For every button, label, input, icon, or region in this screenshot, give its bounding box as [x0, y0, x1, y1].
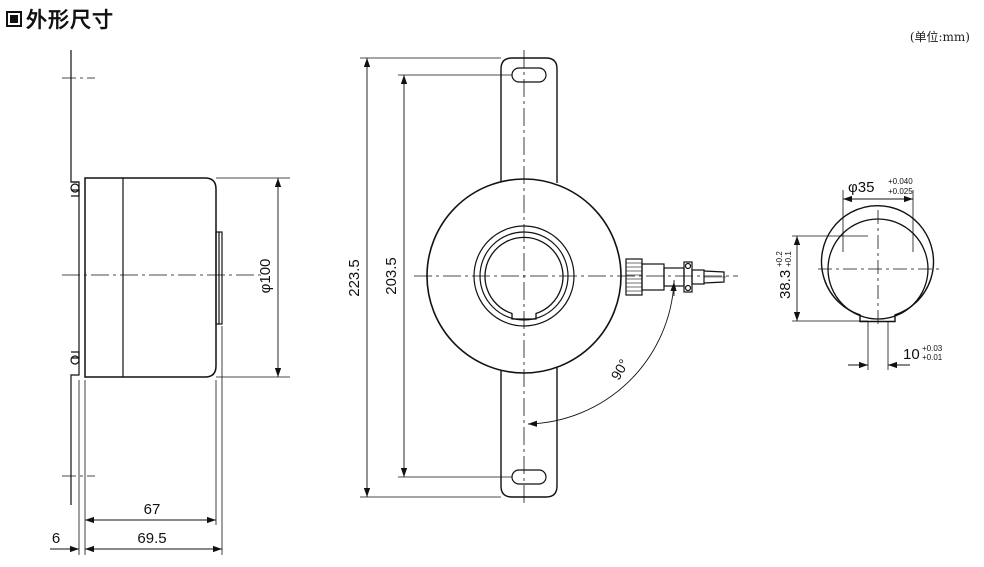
bore-keyway-detail	[820, 205, 935, 323]
keyway-depth-tol-upper: +0.2	[775, 251, 784, 267]
keyway-width-tol-upper: +0.03	[922, 344, 943, 353]
dim-flange-label: 6	[52, 530, 60, 547]
bottom-slot	[511, 469, 547, 485]
top-slot	[511, 67, 547, 83]
bottom-bracket	[500, 367, 558, 498]
plate-screw-top	[70, 183, 80, 197]
page-title: 外形尺寸	[26, 8, 114, 32]
top-bracket	[500, 57, 558, 183]
unit-label: (单位:mm)	[909, 30, 970, 44]
keyway-width-tol-lower: +0.01	[922, 353, 943, 362]
cable-connector	[625, 258, 726, 296]
bore-tol-lower: +0.025	[888, 187, 913, 196]
keyway-depth-group: 38.3 +0.2 +0.1	[775, 251, 794, 299]
mounting-plate	[70, 50, 80, 505]
angle-arc	[527, 281, 677, 427]
encoder-body	[84, 177, 217, 378]
dim-inner-label: 203.5	[383, 257, 400, 295]
dim-total-label: 69.5	[137, 530, 166, 547]
dim-length-label: 67	[144, 501, 161, 518]
bore-diameter-label: φ35	[848, 179, 874, 196]
bore-tol-upper: +0.040	[888, 177, 913, 186]
front-view	[360, 50, 738, 505]
square-bullet-icon	[6, 11, 22, 27]
dim-outer-label: 223.5	[346, 259, 363, 297]
title-block: 外形尺寸	[6, 4, 114, 34]
plate-screw-bottom	[70, 351, 80, 365]
bore-detail	[792, 190, 940, 370]
side-view	[50, 50, 290, 555]
keyway-depth-tol-lower: +0.1	[784, 251, 793, 267]
keyway-depth-label: 38.3	[777, 270, 794, 299]
dim-diameter-label: φ100	[257, 259, 274, 294]
keyway-width-label: 10	[903, 346, 920, 363]
angle-label: 90°	[607, 356, 631, 382]
